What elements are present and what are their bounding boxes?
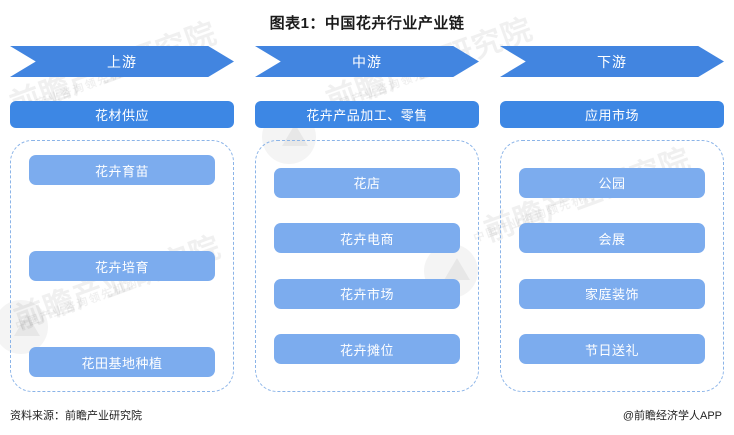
list-item[interactable]: 花卉摊位 — [274, 334, 460, 365]
chevron-header-midstream[interactable]: 中游 — [255, 46, 479, 77]
attribution-note: @前瞻经济学人APP — [622, 410, 722, 422]
item-label: 花卉摊位 — [339, 342, 394, 358]
chevron-label: 下游 — [597, 53, 627, 70]
item-label: 花卉市场 — [339, 287, 394, 303]
item-label: 花店 — [353, 176, 381, 192]
stage-label: 花卉产品加工、零售 — [306, 108, 428, 123]
list-item[interactable]: 花田基地种植 — [29, 347, 215, 377]
list-item[interactable]: 花卉市场 — [274, 278, 460, 309]
column-upstream: 上游 花材供应 花卉育苗 花卉培育 花田基地种植 — [10, 46, 234, 392]
panel-upstream: 花卉育苗 花卉培育 花田基地种植 — [10, 140, 234, 392]
list-item[interactable]: 花卉培育 — [29, 251, 215, 281]
panel-downstream: 公园 会展 家庭装饰 节日送礼 — [500, 140, 724, 392]
stage-bar-midstream[interactable]: 花卉产品加工、零售 — [255, 101, 479, 128]
item-label: 花卉育苗 — [94, 163, 149, 179]
column-midstream: 中游 花卉产品加工、零售 花店 花卉电商 花卉市场 花卉摊位 — [255, 46, 479, 392]
stage-bar-upstream[interactable]: 花材供应 — [10, 101, 234, 128]
chevron-label: 上游 — [107, 53, 137, 70]
item-label: 花卉电商 — [339, 231, 394, 247]
item-label: 花卉培育 — [94, 259, 149, 275]
source-note: 资料来源：前瞻产业研究院 — [10, 410, 142, 422]
column-downstream: 下游 应用市场 公园 会展 家庭装饰 节日送礼 — [500, 46, 724, 392]
list-item[interactable]: 花店 — [274, 167, 460, 198]
stage-bar-downstream[interactable]: 应用市场 — [500, 101, 724, 128]
list-item[interactable]: 花卉电商 — [274, 223, 460, 254]
list-item[interactable]: 节日送礼 — [519, 334, 705, 365]
item-label: 公园 — [598, 176, 626, 192]
value-chain-board: 上游 花材供应 花卉育苗 花卉培育 花田基地种植 中游 花卉产品加工、零售 花店 — [0, 46, 734, 392]
stage-label: 应用市场 — [584, 108, 639, 123]
item-label: 花田基地种植 — [81, 355, 163, 371]
item-label: 节日送礼 — [584, 342, 639, 358]
chevron-header-upstream[interactable]: 上游 — [10, 46, 234, 77]
item-label: 会展 — [598, 231, 626, 247]
list-item[interactable]: 家庭装饰 — [519, 278, 705, 309]
item-label: 家庭装饰 — [584, 287, 639, 303]
chevron-header-downstream[interactable]: 下游 — [500, 46, 724, 77]
page-title: 图表1：中国花卉行业产业链 — [269, 15, 465, 32]
list-item[interactable]: 会展 — [519, 223, 705, 254]
list-item[interactable]: 公园 — [519, 167, 705, 198]
chevron-label: 中游 — [352, 53, 382, 70]
panel-midstream: 花店 花卉电商 花卉市场 花卉摊位 — [255, 140, 479, 392]
stage-label: 花材供应 — [94, 108, 149, 123]
list-item[interactable]: 花卉育苗 — [29, 155, 215, 185]
